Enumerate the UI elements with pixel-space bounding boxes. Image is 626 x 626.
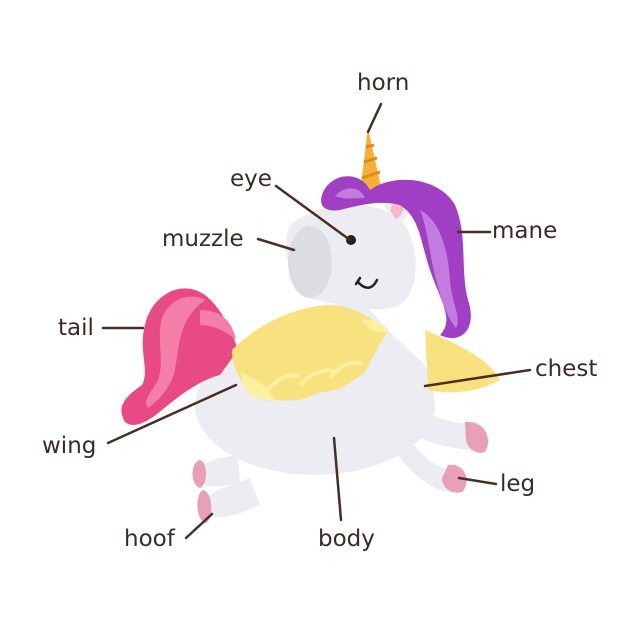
wing-shape [232,305,388,401]
hoof-leader [184,512,214,540]
rear-leg [192,455,260,523]
label-wing: wing [42,433,97,459]
label-chest: chest [535,356,598,382]
back-wing [425,330,500,393]
mane-shape [321,176,471,339]
eye-leader [274,184,352,242]
tail-shape [121,288,238,425]
label-body: body [318,526,375,552]
label-eye: eye [230,166,272,192]
label-hoof: hoof [124,526,175,552]
muzzle-leader [256,237,296,252]
label-mane: mane [492,218,558,244]
label-leg: leg [500,471,536,497]
wing-leader [106,383,238,445]
label-muzzle: muzzle [162,226,244,252]
leg-leader [457,476,498,486]
chest-leader [423,368,532,388]
body-leader [332,436,343,522]
horn-leader [366,102,383,134]
label-tail: tail [58,315,94,341]
label-horn: horn [357,70,410,96]
horn-shape [360,128,382,192]
leader-lines [101,102,532,540]
